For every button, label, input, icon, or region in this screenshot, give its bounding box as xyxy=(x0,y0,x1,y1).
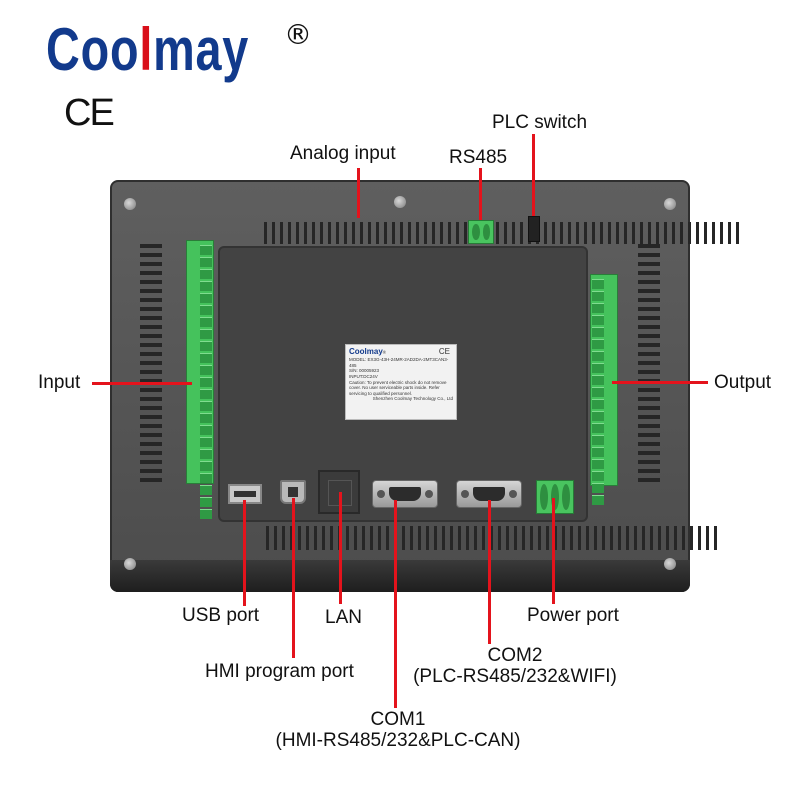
sticker-model: MODEL: EX3G-43H-24MR-2AD2DA-2MT3CAN3-485 xyxy=(349,357,449,368)
product-sticker: Coolmay® CE MODEL: EX3G-43H-24MR-2AD2DA-… xyxy=(345,344,457,420)
sticker-caution: Caution: To prevent electric shock do no… xyxy=(349,379,447,396)
label-rs485: RS485 xyxy=(449,147,508,168)
label-lan: LAN xyxy=(325,607,362,628)
leader-line-com2 xyxy=(488,500,491,644)
label-output: Output xyxy=(714,372,772,393)
leader-line-lan xyxy=(339,492,342,604)
bottom-vent xyxy=(266,526,717,550)
sticker-ce: CE xyxy=(438,347,450,356)
registered-mark: ® xyxy=(284,18,312,51)
sticker-sn: S/N: 00005923 xyxy=(349,368,380,374)
top-vent xyxy=(264,222,739,244)
screw xyxy=(664,198,676,210)
power-connector xyxy=(536,480,574,514)
leader-line-output xyxy=(612,381,708,384)
lan-port xyxy=(318,470,360,514)
label-com2: COM2 (PLC-RS485/232&WIFI) xyxy=(410,645,620,688)
label-power-port: Power port xyxy=(527,605,619,626)
screw xyxy=(394,196,406,208)
label-com1: COM1 (HMI-RS485/232&PLC-CAN) xyxy=(262,709,534,752)
sticker-input: INPUT:DC24V xyxy=(349,373,378,379)
rs485-connector xyxy=(468,220,494,244)
leader-line-com1 xyxy=(394,500,397,708)
device-bezel-edge xyxy=(110,560,690,592)
screw xyxy=(124,198,136,210)
label-input: Input xyxy=(38,372,81,393)
sticker-brand: Coolmay xyxy=(349,347,383,356)
right-vent xyxy=(638,244,660,482)
com1-db9-port xyxy=(372,480,438,508)
screw xyxy=(124,558,136,570)
sticker-registered-mark: ® xyxy=(382,350,387,355)
label-analog-input: Analog input xyxy=(290,143,396,164)
leader-line-hmi-program-port xyxy=(292,498,295,658)
label-plc-switch: PLC switch xyxy=(492,112,588,133)
leader-line-rs485 xyxy=(479,168,482,220)
brand-logo: Coolmay xyxy=(46,16,250,83)
leader-line-input xyxy=(92,382,192,385)
label-hmi-program-port: HMI program port xyxy=(205,661,354,682)
leader-line-power-port xyxy=(552,498,555,604)
label-com2-detail: (PLC-RS485/232&WIFI) xyxy=(413,665,617,687)
label-com2-title: COM2 xyxy=(487,645,543,666)
screw xyxy=(664,558,676,570)
plc-switch xyxy=(528,216,540,242)
leader-line-analog-input xyxy=(357,168,360,218)
label-com1-title: COM1 xyxy=(370,709,426,730)
output-terminal-pins xyxy=(592,278,604,506)
leader-line-usb-port xyxy=(243,500,246,606)
input-terminal-pins xyxy=(200,244,212,520)
sticker-maker: Shenzhen Coolmay Technology Co., Ltd xyxy=(372,396,453,402)
label-usb-port: USB port xyxy=(182,605,260,626)
leader-line-plc-switch xyxy=(532,134,535,216)
ce-mark: CE xyxy=(64,92,115,134)
left-vent xyxy=(140,244,162,482)
label-com1-detail: (HMI-RS485/232&PLC-CAN) xyxy=(275,729,521,751)
